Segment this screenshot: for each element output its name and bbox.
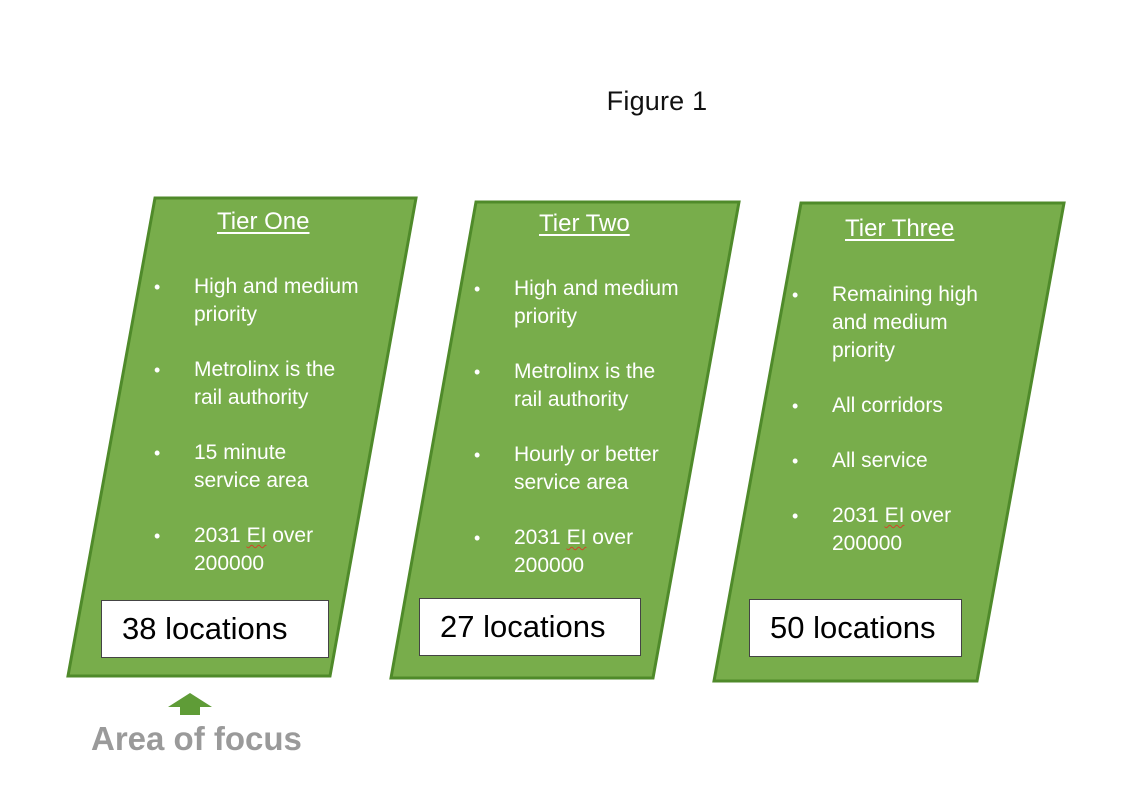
- tier-two-count-box: 27 locations: [419, 598, 641, 656]
- tier-three-bullet-1: •Remaining high and medium priority: [792, 283, 978, 362]
- tier-two-panel: Tier Two •High and medium priority •Metr…: [389, 200, 809, 680]
- bullet-icon: •: [154, 443, 161, 463]
- tier-one-bullets: •High and medium priority •Metrolinx is …: [154, 273, 359, 605]
- bullet-icon: •: [154, 360, 161, 380]
- tier-three-bullet-3: •All service: [792, 447, 978, 475]
- bullet-icon: •: [154, 277, 161, 297]
- tier-one-parallelogram: [66, 196, 418, 678]
- tier-one-bullet-1: •High and medium priority: [154, 275, 359, 326]
- tier-two-bullet-4: •2031 EI over 200000: [474, 526, 634, 577]
- tier-two-heading: Tier Two: [539, 210, 630, 237]
- tier-one-bullet-3: •15 minute service area: [154, 441, 309, 492]
- bullet-icon: •: [792, 396, 799, 416]
- bullet-icon: •: [154, 526, 161, 546]
- tier-two-parallelogram: [389, 200, 741, 680]
- tier-one-bullet-2: •Metrolinx is the rail authority: [154, 358, 336, 409]
- area-of-focus-label: Area of focus: [91, 720, 302, 757]
- bullet-icon: •: [474, 445, 481, 465]
- tier-three-bullet-4: •2031 EI over 200000: [792, 504, 952, 555]
- bullet-icon: •: [474, 279, 481, 299]
- bullet-icon: •: [792, 451, 799, 471]
- tier-two-bullet-1: •High and medium priority: [474, 277, 679, 328]
- tier-three-bullet-2: •All corridors: [792, 392, 978, 420]
- tier-three-panel: Tier Three •Remaining high and medium pr…: [712, 201, 1132, 683]
- tier-three-count-box: 50 locations: [749, 599, 962, 657]
- bullet-icon: •: [474, 528, 481, 548]
- tier-one-heading: Tier One: [217, 208, 310, 235]
- tier-two-bullet-2: •Metrolinx is the rail authority: [474, 360, 656, 411]
- tier-three-heading: Tier Three: [845, 215, 955, 242]
- bullet-icon: •: [474, 362, 481, 382]
- tier-three-bullets: •Remaining high and medium priority •All…: [792, 281, 978, 585]
- tier-two-bullet-3: •Hourly or better service area: [474, 443, 659, 494]
- bullet-icon: •: [792, 506, 799, 526]
- tier-one-bullet-4: •2031 EI over 200000: [154, 524, 314, 575]
- up-arrow-icon: [166, 691, 214, 722]
- bullet-icon: •: [792, 285, 799, 305]
- tier-three-parallelogram: [712, 201, 1066, 683]
- tier-one-panel: Tier One •High and medium priority •Metr…: [66, 196, 486, 678]
- tier-two-bullets: •High and medium priority •Metrolinx is …: [474, 275, 679, 607]
- tier-one-count-box: 38 locations: [101, 600, 329, 658]
- figure-title: Figure 1: [606, 86, 708, 116]
